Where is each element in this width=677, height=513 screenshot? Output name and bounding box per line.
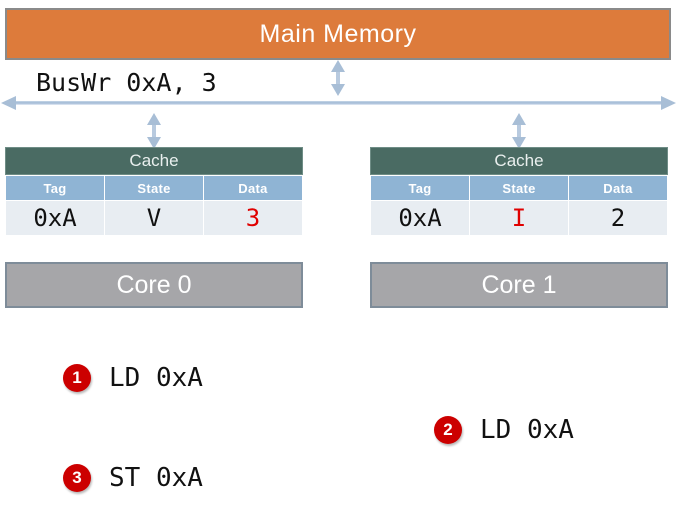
bus-transaction-label: BusWr 0xA, 3 <box>36 68 217 97</box>
cache-1-col-state: State <box>469 175 569 201</box>
step-badge-1: 1 <box>63 364 91 392</box>
instruction-item-1: 1 LD 0xA <box>63 363 203 393</box>
cache-1-state-value: I <box>469 200 569 236</box>
core-block-1: Core 1 <box>370 262 668 308</box>
connector-memory-to-bus-icon <box>331 60 345 96</box>
cache-0-col-state: State <box>104 175 204 201</box>
cache-0-data-value: 3 <box>203 200 303 236</box>
cache-1-title: Cache <box>370 147 668 175</box>
instruction-text-2: LD 0xA <box>480 415 574 445</box>
cache-0-tag-value: 0xA <box>5 200 105 236</box>
instruction-item-2: 2 LD 0xA <box>434 415 574 445</box>
cache-1-data-value: 2 <box>568 200 668 236</box>
main-memory-label: Main Memory <box>259 19 417 48</box>
cache-1-table: Tag State Data 0xA I 2 <box>370 175 668 236</box>
cache-1-row: 0xA I 2 <box>370 200 668 236</box>
cache-0-col-data: Data <box>203 175 303 201</box>
cache-block-1: Cache Tag State Data 0xA I 2 <box>370 147 668 236</box>
bus-double-headed-horizontal-arrow-icon <box>1 96 676 110</box>
core-1-label: Core 1 <box>481 270 557 299</box>
instruction-text-1: LD 0xA <box>109 363 203 393</box>
cache-0-col-tag: Tag <box>5 175 105 201</box>
core-block-0: Core 0 <box>5 262 303 308</box>
cache-0-row: 0xA V 3 <box>5 200 303 236</box>
cache-1-header-row: Tag State Data <box>370 175 668 201</box>
connector-bus-to-cache-1-icon <box>512 113 526 149</box>
cache-1-tag-value: 0xA <box>370 200 470 236</box>
step-badge-2: 2 <box>434 416 462 444</box>
cache-1-col-data: Data <box>568 175 668 201</box>
cache-0-title: Cache <box>5 147 303 175</box>
main-memory-block: Main Memory <box>5 8 671 60</box>
cache-1-col-tag: Tag <box>370 175 470 201</box>
instruction-item-3: 3 ST 0xA <box>63 463 203 493</box>
cache-0-state-value: V <box>104 200 204 236</box>
cache-block-0: Cache Tag State Data 0xA V 3 <box>5 147 303 236</box>
step-badge-3: 3 <box>63 464 91 492</box>
core-0-label: Core 0 <box>116 270 192 299</box>
instruction-text-3: ST 0xA <box>109 463 203 493</box>
connector-bus-to-cache-0-icon <box>147 113 161 149</box>
cache-0-header-row: Tag State Data <box>5 175 303 201</box>
cache-0-table: Tag State Data 0xA V 3 <box>5 175 303 236</box>
